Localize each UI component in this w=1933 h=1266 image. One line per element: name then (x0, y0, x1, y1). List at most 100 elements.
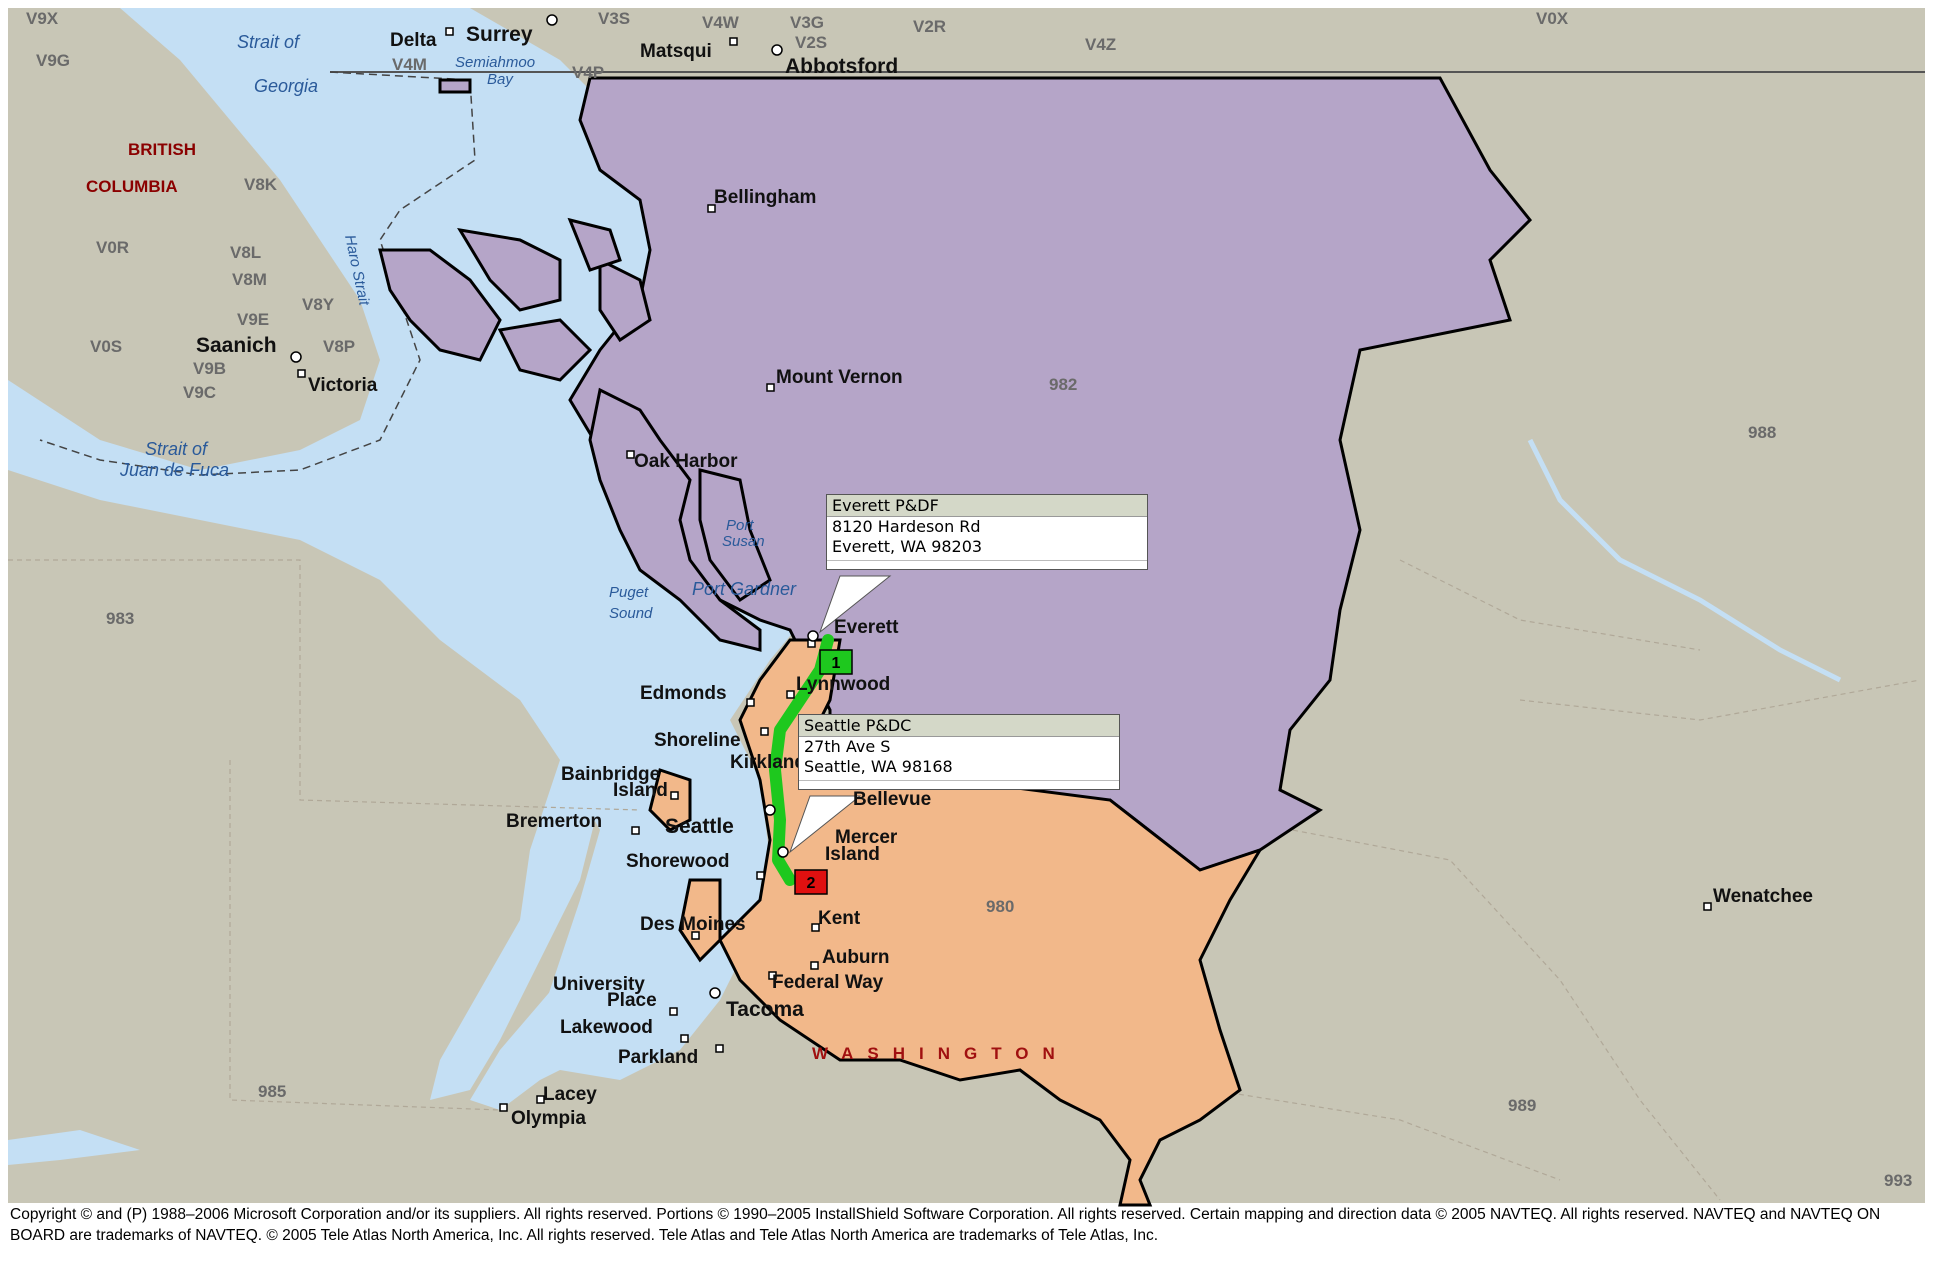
zip-label-v8m: V8M (232, 270, 267, 289)
zip-label-982: 982 (1049, 375, 1077, 394)
route-marker-end[interactable]: 2 (794, 869, 828, 895)
zip-label-v0r: V0R (96, 238, 129, 257)
seattle-callout-title: Seattle P&DC (799, 715, 1119, 737)
region-label-columbia: COLUMBIA (86, 177, 178, 196)
city-label-matsqui: Matsqui (640, 41, 712, 62)
city-label-university-1: University (553, 974, 645, 995)
kitsap-islands (648, 768, 722, 963)
city-label-shoreline: Shoreline (654, 730, 741, 751)
city-label-abbotsford: Abbotsford (785, 55, 898, 78)
zip-label-v4w: V4W (702, 13, 740, 32)
city-label-everett: Everett (834, 617, 899, 638)
city-label-shorewood: Shorewood (626, 851, 729, 872)
zip-label-980: 980 (986, 897, 1014, 916)
seattle-callout-address: 27th Ave S (804, 737, 891, 756)
seattle-callout-pointer (788, 795, 862, 854)
city-label-seattle: Seattle (665, 815, 734, 838)
water-label-strait-georgia-2: Georgia (254, 76, 318, 96)
city-label-bremerton: Bremerton (506, 811, 602, 832)
city-label-olympia: Olympia (511, 1108, 586, 1129)
zip-label-v8y: V8Y (302, 295, 335, 314)
zip-label-v3g: V3G (790, 13, 824, 32)
city-label-oak-harbor: Oak Harbor (634, 451, 738, 472)
route-marker-end-label: 2 (807, 875, 816, 892)
city-label-surrey: Surrey (466, 23, 533, 46)
zip-label-v0x: V0X (1536, 9, 1569, 28)
city-label-delta: Delta (390, 30, 437, 51)
city-markers (290, 14, 1712, 1112)
city-label-edmonds: Edmonds (640, 683, 727, 704)
maritime-border (39, 71, 476, 476)
everett-callout-footer (827, 560, 1147, 569)
everett-callout-title: Everett P&DF (827, 495, 1147, 517)
city-label-mount-vernon: Mount Vernon (776, 367, 903, 388)
zip-label-993: 993 (1884, 1171, 1912, 1190)
zip-label-989: 989 (1508, 1096, 1536, 1115)
city-label-lacey: Lacey (543, 1084, 597, 1105)
water-label-juan-2: Juan de Fuca (119, 460, 229, 480)
zip-label-v9b: V9B (193, 359, 226, 378)
everett-callout-city: Everett, WA 98203 (832, 537, 983, 556)
region-label-british: BRITISH (128, 140, 196, 159)
zip-label-v9g: V9G (36, 51, 70, 70)
zip-label-985: 985 (258, 1082, 286, 1101)
city-label-des-moines: Des Moines (640, 914, 746, 935)
seattle-callout-footer (799, 780, 1119, 789)
city-label-bainbridge-1: Bainbridge (561, 764, 660, 785)
zip-label-v3s: V3S (598, 9, 630, 28)
city-label-lynnwood: Lynnwood (796, 674, 890, 695)
water-bottom-left (8, 1130, 140, 1165)
zip-label-v9x: V9X (26, 9, 59, 28)
zip-label-v4p: V4P (572, 63, 604, 82)
zip-label-v8p: V8P (323, 337, 355, 356)
city-label-kent: Kent (818, 908, 861, 929)
water-label-port-susan-1: Port (726, 517, 754, 534)
everett-facility-callout[interactable]: Everett P&DF 8120 Hardeson Rd Everett, W… (826, 494, 1148, 570)
zip-label-v9e: V9E (237, 310, 269, 329)
water-label-puget-1: Puget (609, 584, 649, 601)
seattle-callout-city: Seattle, WA 98168 (804, 757, 953, 776)
water-label-port-susan-2: Susan (722, 533, 765, 550)
seattle-facility-callout[interactable]: Seattle P&DC 27th Ave S Seattle, WA 9816… (798, 714, 1120, 790)
water-label-semiahmoo-1: Semiahmoo (455, 54, 535, 71)
city-label-bainbridge-2: Island (613, 780, 668, 801)
zip-label-983: 983 (106, 609, 134, 628)
copyright-notice: Copyright © and (P) 1988–2006 Microsoft … (10, 1206, 1881, 1244)
zip-label-v8l: V8L (230, 243, 261, 262)
zip-label-v4m: V4M (392, 55, 427, 74)
city-label-mercer-1: Mercer (835, 827, 898, 848)
route-marker-start-label: 1 (832, 655, 841, 672)
route-marker-start[interactable]: 1 (819, 649, 853, 675)
city-label-bellingham: Bellingham (714, 187, 816, 208)
zip-label-v0s: V0S (90, 337, 122, 356)
city-label-saanich: Saanich (196, 334, 277, 357)
everett-callout-pointer (818, 575, 892, 634)
zip-label-v8k: V8K (244, 175, 278, 194)
water-label-port-gardner: Port Gardner (692, 579, 797, 599)
water-inlet-hood (430, 760, 600, 1100)
water-inlet-south (470, 980, 640, 1110)
water-label-strait-georgia-1: Strait of (237, 32, 301, 52)
city-label-mercer-2: Island (825, 844, 880, 865)
zip-label-v4z: V4Z (1085, 35, 1116, 54)
state-label-washington: WASHINGTON (812, 1044, 1069, 1063)
city-label-wenatchee: Wenatchee (1713, 886, 1813, 907)
city-label-university-2: Place (607, 990, 657, 1011)
zip-label-v2r: V2R (913, 17, 946, 36)
water-label-semiahmoo-2: Bay (487, 71, 514, 88)
city-label-auburn: Auburn (822, 947, 890, 968)
city-label-victoria: Victoria (308, 375, 378, 396)
city-label-bellevue: Bellevue (853, 789, 931, 810)
zip-label-988: 988 (1748, 423, 1776, 442)
city-label-kirkland: Kirkland (730, 752, 806, 773)
water-label-puget-2: Sound (609, 605, 653, 622)
san-juan-islands (378, 78, 652, 382)
city-label-tacoma: Tacoma (726, 998, 804, 1021)
zip-label-v9c: V9C (183, 383, 216, 402)
water-label-juan-1: Strait of (145, 439, 209, 459)
city-label-federal-way: Federal Way (772, 972, 884, 993)
city-label-lakewood: Lakewood (560, 1017, 653, 1038)
zip-label-v2s: V2S (795, 33, 827, 52)
everett-callout-address: 8120 Hardeson Rd (832, 517, 981, 536)
